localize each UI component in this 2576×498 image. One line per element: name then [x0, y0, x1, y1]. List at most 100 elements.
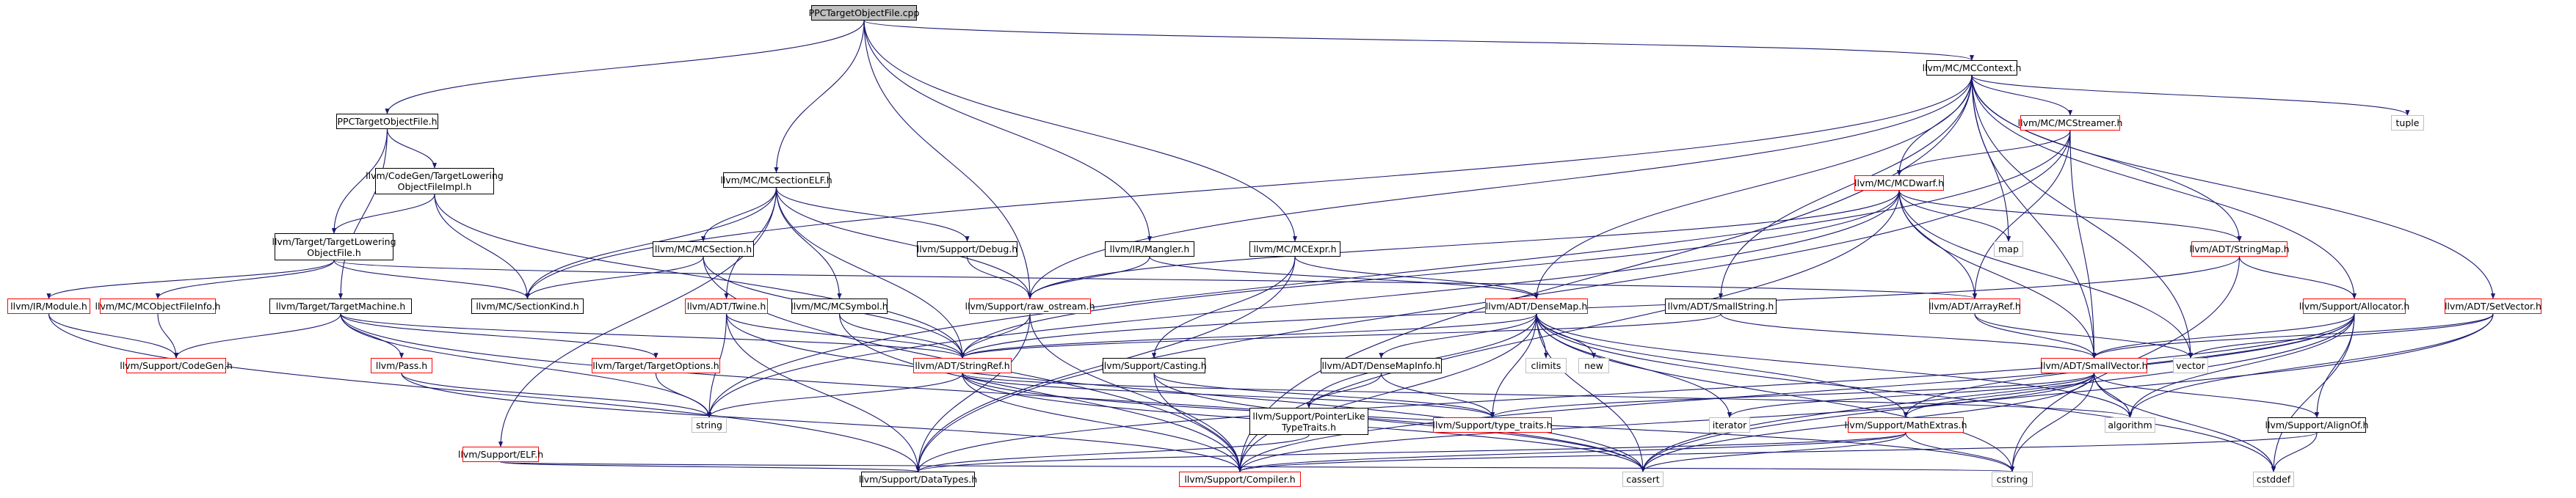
include-edge — [706, 373, 963, 418]
include-edge — [1718, 75, 1973, 299]
node-mcsectionelf-h[interactable]: llvm/MC/MCSectionELF.h — [720, 172, 832, 188]
include-edge — [173, 313, 341, 359]
include-edge — [863, 20, 1974, 61]
include-edge — [1896, 130, 2071, 176]
node-pass-h[interactable]: llvm/Pass.h — [371, 358, 432, 373]
node-targetoptions-h[interactable]: llvm/Target/TargetOptions.h — [592, 358, 720, 373]
include-edge — [775, 187, 970, 242]
include-edge — [774, 20, 865, 173]
node-stringref-h[interactable]: llvm/ADT/StringRef.h — [913, 358, 1012, 373]
node-support-codegen-h[interactable]: llvm/Support/CodeGen.h — [120, 358, 233, 373]
node-mcstreamer-h[interactable]: llvm/MC/MCStreamer.h — [2018, 115, 2122, 131]
node-densemapinfo-h[interactable]: llvm/ADT/DenseMapInfo.h — [1321, 358, 1442, 373]
include-edge — [725, 313, 965, 359]
include-edge — [960, 313, 1721, 359]
node-mangler-h[interactable]: llvm/IR/Mangler.h — [1105, 241, 1194, 257]
node-iterator[interactable]: iterator — [1709, 417, 1750, 433]
node-mcdwarf-h[interactable]: llvm/MC/MCDwarf.h — [1854, 175, 1944, 191]
node-ppctargetobjectfile-cpp: PPCTargetObjectFile.cpp — [809, 5, 919, 21]
node-datatypes-h[interactable]: llvm/Support/DataTypes.h — [859, 472, 977, 487]
include-edge — [960, 256, 2241, 359]
node-cstddef[interactable]: cstddef — [2253, 472, 2294, 487]
include-edge — [1971, 75, 2242, 242]
include-edge — [1898, 190, 2097, 359]
include-edge — [1536, 313, 2276, 472]
node-mathextras-h[interactable]: llvm/Support/MathExtras.h — [1844, 417, 1967, 433]
node-climits[interactable]: climits — [1525, 358, 1567, 373]
include-edge — [1149, 256, 1539, 299]
include-edge — [775, 187, 1033, 299]
node-ppctargetobjectfile-h[interactable]: PPCTargetObjectFile.h — [336, 114, 438, 129]
include-edge — [863, 20, 1153, 242]
include-edge — [1153, 373, 1646, 472]
node-codegen-targetloweringobjectfileimpl-h[interactable]: llvm/CodeGen/TargetLowering ObjectFileIm… — [366, 168, 504, 194]
include-edge — [401, 373, 1242, 472]
node-type-traits-h[interactable]: llvm/Support/type_traits.h — [1433, 417, 1553, 433]
node-setvector-h[interactable]: llvm/ADT/SetVector.h — [2445, 299, 2541, 314]
include-edge — [1238, 373, 2095, 472]
include-edge — [1536, 313, 1549, 359]
node-smallvector-h[interactable]: llvm/ADT/SmallVector.h — [2040, 358, 2148, 373]
node-smallstring-h[interactable]: llvm/ADT/SmallString.h — [1665, 299, 1777, 314]
include-edge — [331, 194, 435, 234]
node-debug-h[interactable]: llvm/Support/Debug.h — [917, 241, 1017, 257]
include-edge — [960, 313, 1537, 359]
include-edge — [386, 128, 438, 169]
include-edge — [1294, 256, 1539, 299]
node-cassert[interactable]: cassert — [1622, 472, 1663, 487]
include-edge — [1490, 373, 2095, 418]
include-edge — [1534, 75, 1973, 299]
node-mcexpr-h[interactable]: llvm/MC/MCExpr.h — [1249, 241, 1340, 257]
include-edge — [838, 313, 1243, 472]
node-new[interactable]: new — [1578, 358, 1609, 373]
include-edge — [1153, 373, 1243, 472]
node-stringmap-h[interactable]: llvm/ADT/StringMap.h — [2189, 241, 2290, 257]
node-mcobjectfileinfo-h[interactable]: llvm/MC/MCObjectFileInfo.h — [95, 299, 220, 314]
node-allocator-h[interactable]: llvm/Support/Allocator.h — [2299, 299, 2409, 314]
node-casting-h[interactable]: llvm/Support/Casting.h — [1101, 358, 1207, 373]
node-elf-h[interactable]: llvm/Support/ELF.h — [458, 447, 543, 462]
node-map[interactable]: map — [1994, 241, 2023, 257]
node-arrayref-h[interactable]: llvm/ADT/ArrayRef.h — [1929, 299, 2021, 314]
include-edge — [1237, 75, 1973, 472]
include-edge — [331, 128, 388, 234]
node-vector[interactable]: vector — [2173, 358, 2208, 373]
include-edge — [2091, 313, 2355, 359]
include-edge — [1898, 190, 2011, 242]
include-edge — [962, 373, 1495, 418]
node-twine-h[interactable]: llvm/ADT/Twine.h — [685, 299, 768, 314]
node-compiler-h[interactable]: llvm/Support/Compiler.h — [1179, 472, 1301, 487]
include-edge — [1028, 190, 1900, 299]
include-edge — [706, 190, 1900, 418]
node-mcsection-h[interactable]: llvm/MC/MCSection.h — [653, 241, 754, 257]
node-tuple[interactable]: tuple — [2391, 115, 2424, 131]
node-mc-sectionkind-h[interactable]: llvm/MC/SectionKind.h — [471, 299, 584, 314]
include-edge — [1903, 373, 2095, 418]
node-pointerliketypetraits-h[interactable]: llvm/Support/PointerLike TypeTraits.h — [1249, 408, 1368, 435]
node-alignof-h[interactable]: llvm/Support/AlignOf.h — [2265, 417, 2368, 433]
node-ir-module-h[interactable]: llvm/IR/Module.h — [7, 299, 90, 314]
include-edge — [1151, 256, 1296, 359]
include-edge — [1238, 432, 1906, 472]
node-algorithm[interactable]: algorithm — [2105, 417, 2155, 433]
include-edge — [2091, 313, 2494, 359]
node-string[interactable]: string — [692, 417, 727, 433]
include-edge — [434, 194, 965, 359]
include-edge — [1972, 130, 2071, 299]
include-edge — [863, 20, 1298, 242]
include-edge — [915, 434, 1310, 472]
node-cstring[interactable]: cstring — [1992, 472, 2033, 487]
include-edge — [525, 256, 704, 299]
node-raw-ostream-h[interactable]: llvm/Support/raw_ostream.h — [965, 299, 1095, 314]
include-edge — [1971, 75, 2410, 116]
include-edge — [2069, 130, 2097, 359]
node-targetmachine-h[interactable]: llvm/Target/TargetMachine.h — [269, 299, 412, 314]
node-target-targetloweringobjectfile-h[interactable]: llvm/Target/TargetLowering ObjectFile.h — [272, 233, 396, 260]
node-mccontext-h[interactable]: llvm/MC/MCContext.h — [1923, 60, 2021, 76]
node-mcsymbol-h[interactable]: llvm/MC/MCSymbol.h — [791, 299, 888, 314]
node-densemap-h[interactable]: llvm/ADT/DenseMap.h — [1485, 299, 1588, 314]
include-edge — [2271, 313, 2355, 472]
include-edge — [157, 313, 179, 359]
include-edge — [1238, 432, 2318, 472]
